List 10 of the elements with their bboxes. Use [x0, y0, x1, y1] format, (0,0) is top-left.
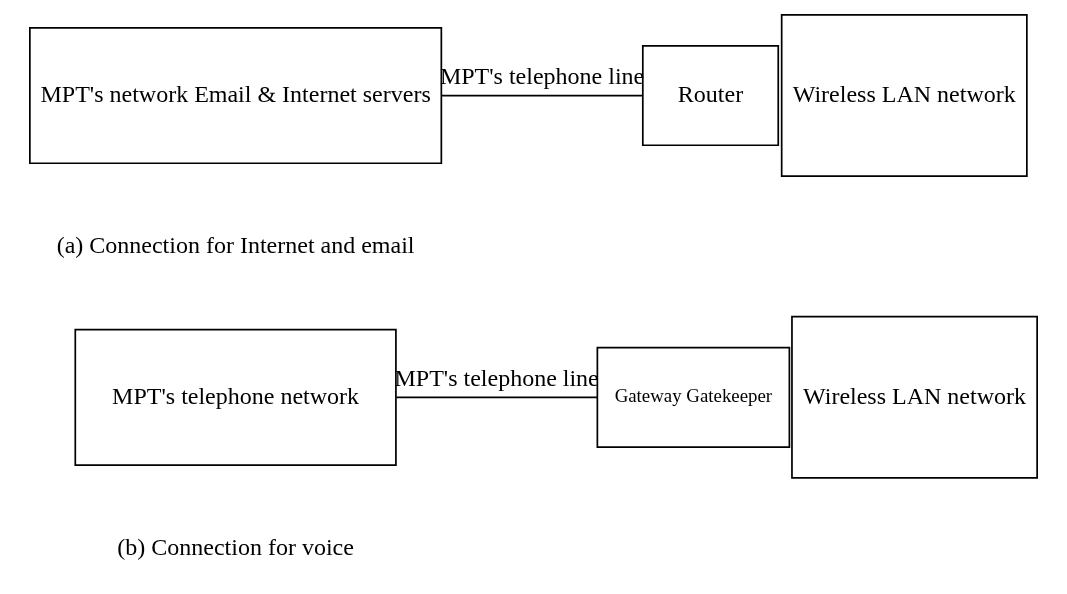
node-box: Router — [641, 44, 780, 147]
node-box: MPT's network Email & Internet servers — [29, 26, 443, 165]
label: (b) Connection for voice — [117, 533, 354, 560]
node-box: Wireless LAN network — [791, 315, 1038, 479]
connector — [441, 94, 644, 97]
node-box: Gateway Gatekeeper — [596, 346, 791, 448]
connector — [395, 396, 598, 399]
node-box: Wireless LAN network — [780, 14, 1028, 177]
label: (a) Connection for Internet and email — [56, 231, 415, 258]
node-box: MPT's telephone network — [74, 328, 397, 466]
